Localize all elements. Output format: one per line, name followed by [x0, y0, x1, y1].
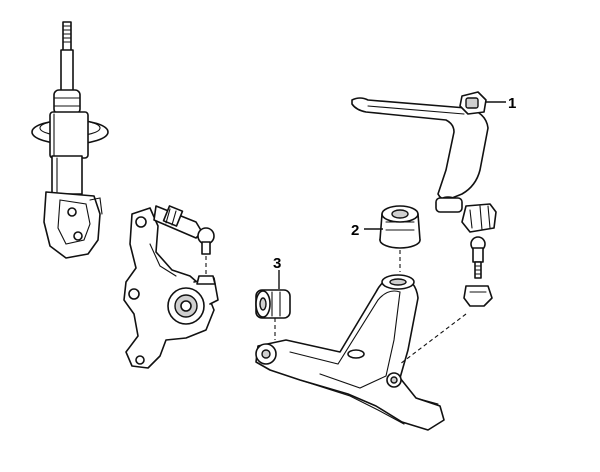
tie-rod-end [153, 205, 216, 285]
callout-3: 3 [273, 255, 281, 289]
drop-link [461, 203, 497, 307]
lower-control-arm [255, 274, 445, 431]
callout-1: 1 [486, 95, 516, 112]
front-wishbone-bush [255, 289, 291, 340]
anti-roll-bar [351, 97, 489, 213]
steering-knuckle [123, 207, 219, 369]
callout-1-label: 1 [508, 95, 516, 112]
stabilizer-bush [459, 91, 487, 115]
strut-assembly [31, 21, 109, 259]
rear-wishbone-bush [379, 205, 421, 272]
callout-2: 2 [351, 222, 383, 239]
callout-2-label: 2 [351, 222, 359, 239]
callout-3-label: 3 [273, 255, 281, 272]
